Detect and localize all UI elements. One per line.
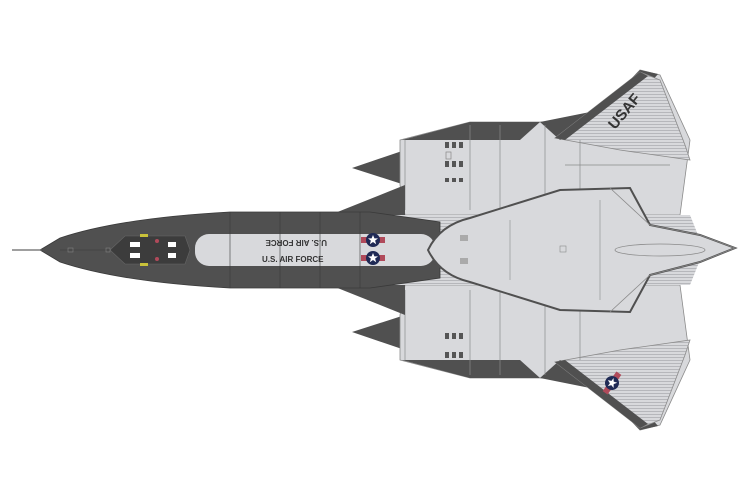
fuselage-roundel-upper: [361, 233, 385, 247]
tail-roundel: [602, 371, 622, 395]
rear-body: [426, 186, 738, 314]
upper-nacelle: USAF: [352, 69, 691, 216]
fuselage-roundel-lower: [361, 251, 385, 265]
fuselage-text: U.S. AIR FORCE: [262, 255, 324, 264]
fuselage: U.S. AIR FORCE U.S. AIR FORCE: [12, 211, 441, 289]
fuselage-text-inverted: U.S. AIR FORCE: [265, 238, 327, 247]
lower-nacelle: [352, 284, 691, 431]
